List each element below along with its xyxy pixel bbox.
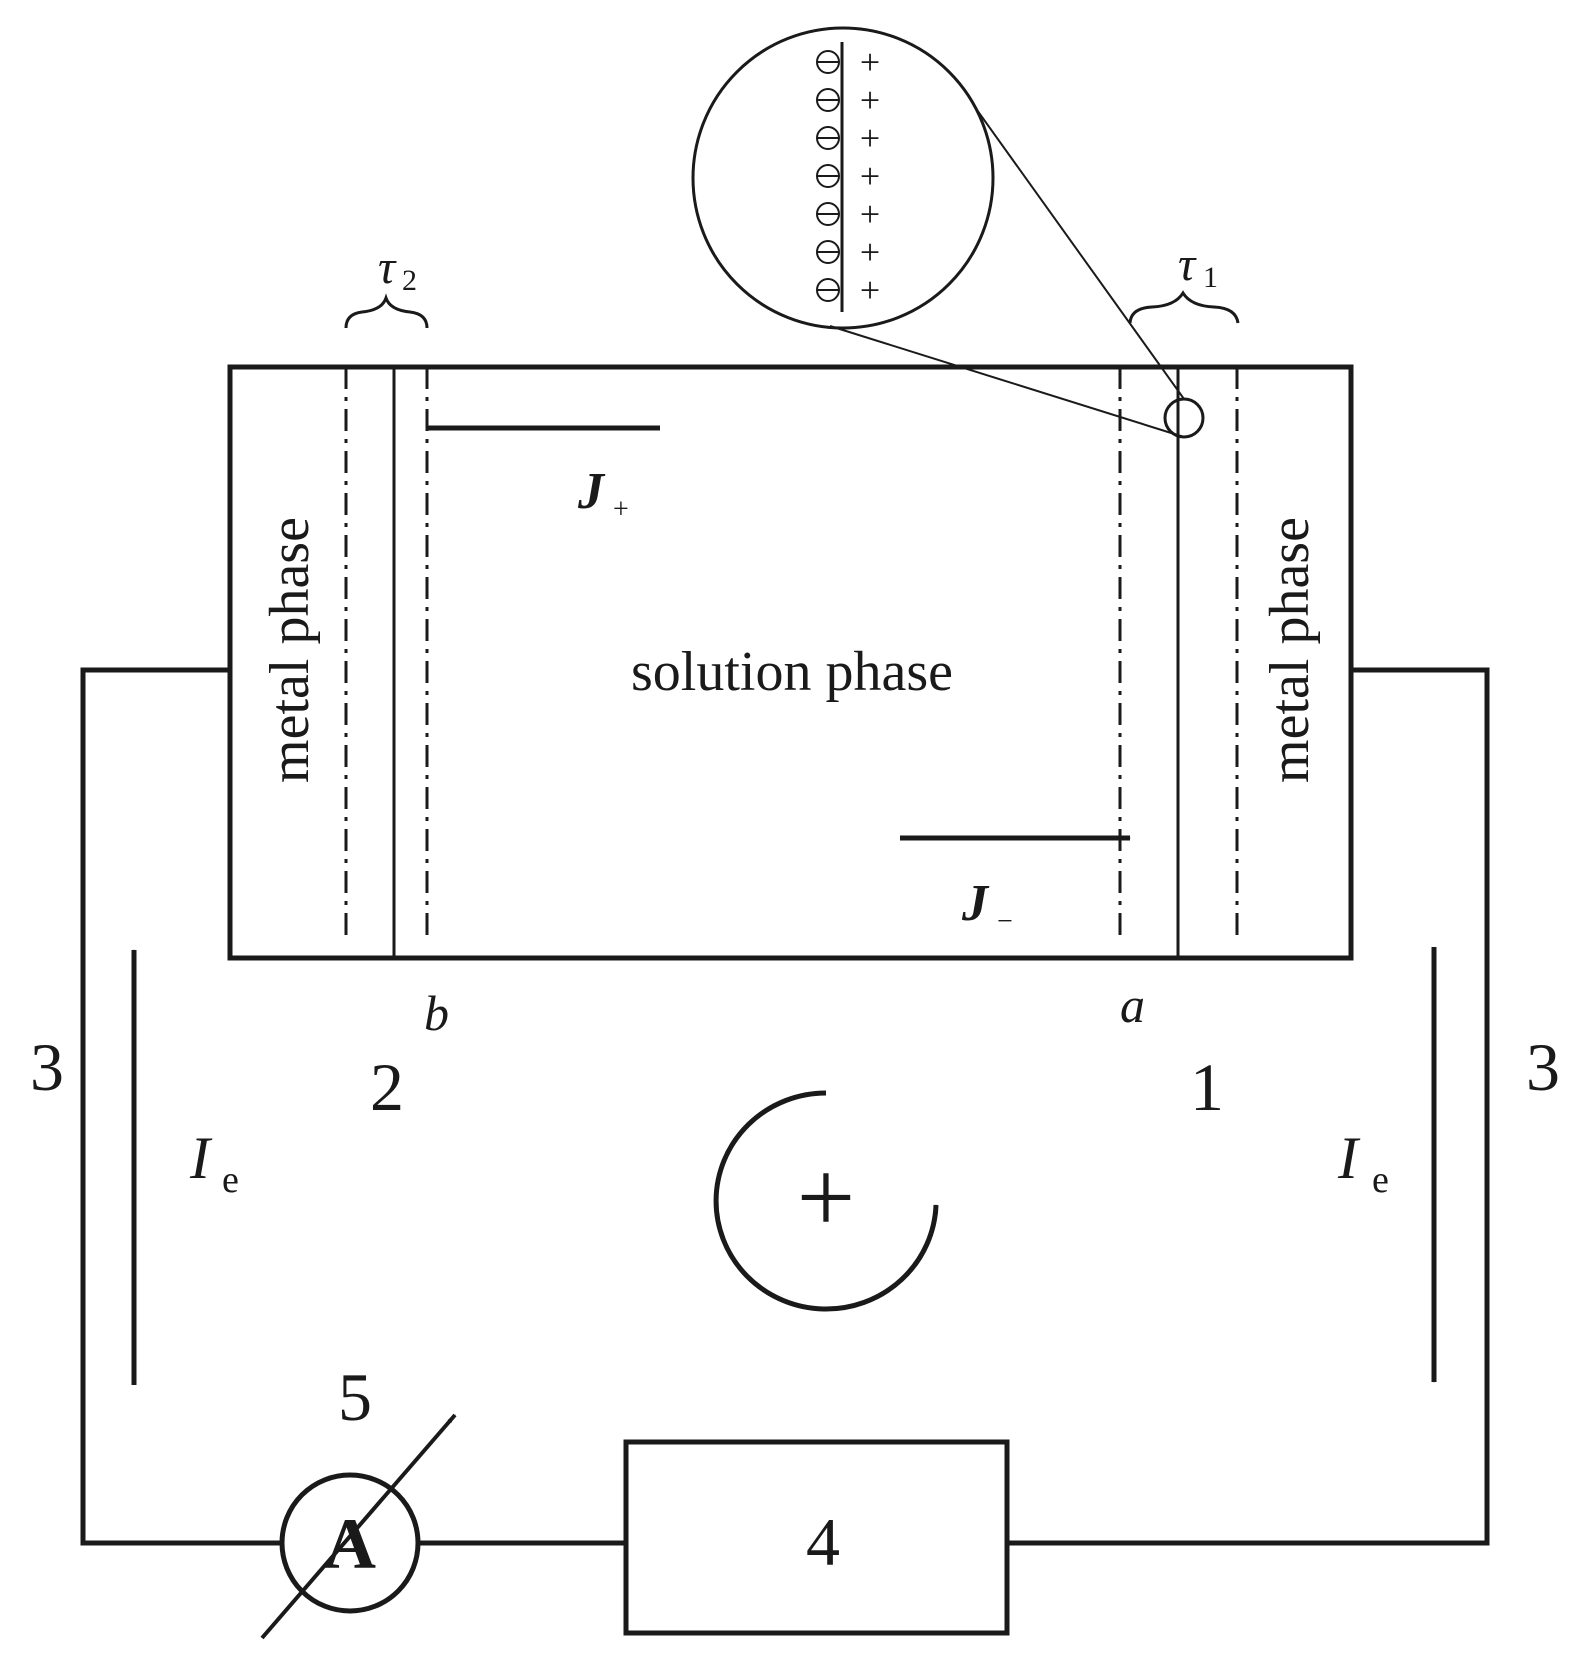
inset-positive-charge: + (860, 194, 880, 234)
inset-source-marker (1163, 397, 1205, 439)
inset-charges: +++++++ (816, 42, 880, 310)
inset-positive-charge: + (860, 80, 880, 120)
tau-2-label: τ (378, 241, 397, 294)
tau-2-subscript: 2 (402, 264, 417, 297)
power-source-number: 4 (806, 1504, 840, 1580)
j-minus-subscript: − (997, 906, 1013, 937)
left-metal-phase-label: metal phase (259, 517, 321, 783)
left-circuit-wire (80, 667, 282, 1546)
right-metal-phase-label: metal phase (1259, 517, 1321, 783)
ammeter-number: 5 (338, 1359, 372, 1435)
brace-tau-1 (1128, 290, 1240, 324)
point-a-label: a (1120, 977, 1145, 1033)
solution-phase-label: solution phase (631, 641, 953, 703)
inset-positive-charge: + (860, 156, 880, 196)
inset-positive-charge: + (860, 118, 880, 158)
brace-tau-2 (344, 293, 429, 329)
right-circuit-wire (1007, 667, 1490, 1546)
tau-1-label: τ (1178, 238, 1197, 291)
electrode-1-number: 1 (1190, 1049, 1224, 1125)
inset-connector-upper (976, 109, 1185, 400)
point-b-label: b (424, 985, 449, 1041)
right-wire-number: 3 (1526, 1029, 1560, 1105)
current-right-label: I (1337, 1125, 1361, 1191)
power-source-box (623, 1439, 1010, 1636)
current-left-subscript: e (222, 1159, 239, 1201)
rotation-arrow (713, 1090, 939, 1312)
inset-positive-charge: + (860, 42, 880, 82)
inset-connector-lower (829, 325, 1185, 438)
left-wire-number: 3 (30, 1029, 64, 1105)
electrode-2-number: 2 (370, 1049, 404, 1125)
inset-positive-charge: + (860, 232, 880, 272)
j-minus-label: J (961, 875, 990, 932)
j-plus-subscript: + (613, 494, 629, 525)
rotation-sign: + (797, 1140, 856, 1255)
j-plus-label: J (577, 463, 606, 520)
magnified-inset (691, 26, 995, 330)
cell-box (227, 364, 1354, 961)
current-left-label: I (189, 1125, 213, 1191)
ammeter-adjust-arrow (260, 1413, 457, 1640)
inset-positive-charge: + (860, 270, 880, 310)
current-right-subscript: e (1372, 1159, 1389, 1201)
tau-1-subscript: 1 (1203, 261, 1218, 294)
ammeter (279, 1472, 421, 1614)
